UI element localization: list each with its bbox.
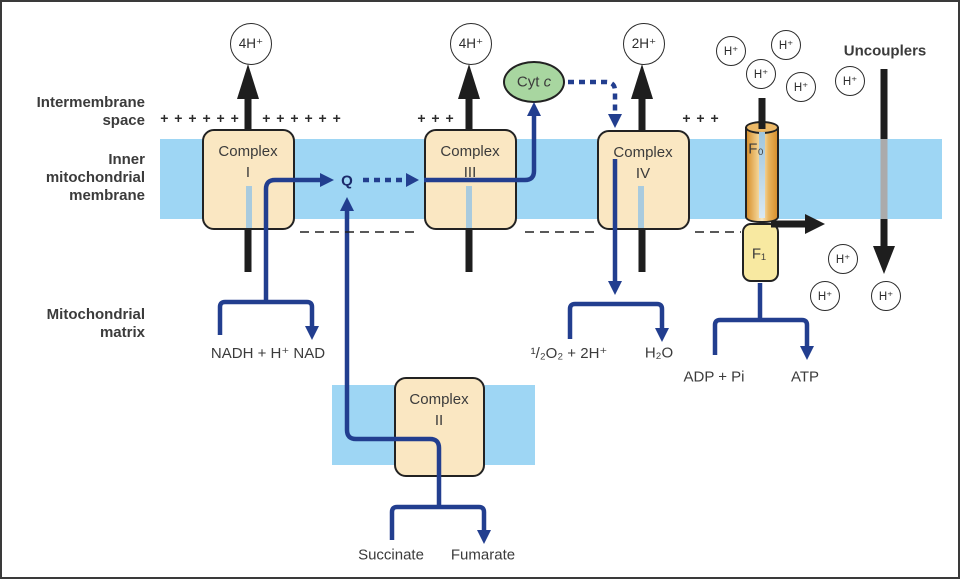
adp-pi-label: ADP + Pi	[683, 368, 745, 386]
h-plus-label: H⁺	[817, 291, 833, 303]
complex-i-proton-arrowhead	[237, 64, 259, 99]
fumarate-label: Fumarate	[450, 546, 516, 564]
nadh-nad-label: NADH + H⁺ NAD	[210, 345, 326, 362]
h-plus-label: H⁺	[835, 254, 851, 266]
to-cytc-arrowhead	[527, 102, 541, 116]
cytc-text: Cyt	[516, 73, 544, 91]
cytc-italic-c: c	[543, 73, 552, 91]
h-plus-label: H⁺	[878, 291, 894, 303]
to-complex-iv-arrowhead	[608, 114, 622, 128]
complex-iii-channel	[466, 186, 472, 228]
inner-membrane-label: Inner mitochondrial membrane	[45, 151, 145, 204]
succinate-fumarate-bracket	[389, 504, 487, 540]
f1-unit	[742, 223, 779, 282]
uncouplers-label: Uncouplers	[843, 42, 927, 60]
complex-iii-proton-arrowhead	[458, 64, 480, 99]
complex-iii-label: Complex III	[440, 143, 500, 181]
h-plus-circle: H⁺	[828, 244, 858, 274]
h-plus-circle: H⁺	[786, 72, 816, 102]
h-plus-label: H⁺	[793, 82, 809, 94]
positive-charges-row: + + + + + +	[262, 110, 342, 126]
h-plus-circle: H⁺	[746, 59, 776, 89]
nad-arrowhead	[305, 326, 319, 340]
oxygen-label: ¹/₂O₂ + 2H⁺	[530, 345, 608, 362]
to-water-arrowhead	[655, 328, 669, 342]
proton-label: 2H⁺	[631, 36, 657, 51]
cytochrome-c-label: Cyt c	[517, 74, 551, 91]
uncoupler-arrowhead	[873, 246, 895, 274]
to-oxygen-arrowhead	[608, 281, 622, 295]
atp-label: ATP	[790, 368, 820, 386]
h-plus-label: H⁺	[842, 76, 858, 88]
complex-iv-label: Complex IV	[613, 144, 673, 182]
h-plus-circle: H⁺	[810, 281, 840, 311]
f0-label: F₀	[748, 140, 764, 158]
proton-circle-4h-complex-i: 4H⁺	[230, 23, 272, 65]
oxygen-water-bracket	[567, 301, 665, 339]
f1-label: F₁	[751, 245, 767, 263]
complex-i-channel	[246, 186, 252, 228]
fumarate-arrowhead	[477, 530, 491, 544]
adp-atp-bracket	[712, 283, 810, 355]
cytc-to-complex-iv-dashed	[568, 79, 618, 114]
proton-circle-4h-complex-iii: 4H⁺	[450, 23, 492, 65]
h-plus-circle: H⁺	[771, 30, 801, 60]
complex-i-label: Complex I	[218, 143, 278, 181]
h-plus-circle: H⁺	[835, 66, 865, 96]
nadh-nad-bracket	[217, 299, 315, 335]
ubiquinone-label: Q	[341, 172, 353, 190]
proton-label: 4H⁺	[458, 36, 484, 51]
mitochondrial-matrix-label: Mitochondrial matrix	[46, 306, 145, 341]
water-label: H₂O	[644, 344, 674, 362]
positive-charges-row: + + + + + +	[160, 110, 240, 126]
f0-channel	[759, 132, 765, 218]
h-plus-label: H⁺	[723, 46, 739, 58]
h-plus-label: H⁺	[778, 40, 794, 52]
positive-charges-row: + + +	[682, 110, 720, 126]
cytochrome-c-ellipse	[503, 61, 565, 103]
complex-iv-proton-arrowhead	[631, 64, 653, 99]
complex-ii-label: Complex II	[409, 391, 469, 429]
atp-arrowhead	[800, 346, 814, 360]
proton-label: 4H⁺	[238, 36, 264, 51]
succinate-label: Succinate	[358, 546, 424, 564]
intermembrane-space-label: Intermembrane space	[36, 94, 145, 129]
h-plus-circle: H⁺	[871, 281, 901, 311]
positive-charges-row: + + +	[417, 110, 455, 126]
h-plus-circle: H⁺	[716, 36, 746, 66]
complex-iv-channel	[638, 186, 644, 228]
proton-circle-2h-complex-iv: 2H⁺	[623, 23, 665, 65]
h-plus-label: H⁺	[753, 69, 769, 81]
